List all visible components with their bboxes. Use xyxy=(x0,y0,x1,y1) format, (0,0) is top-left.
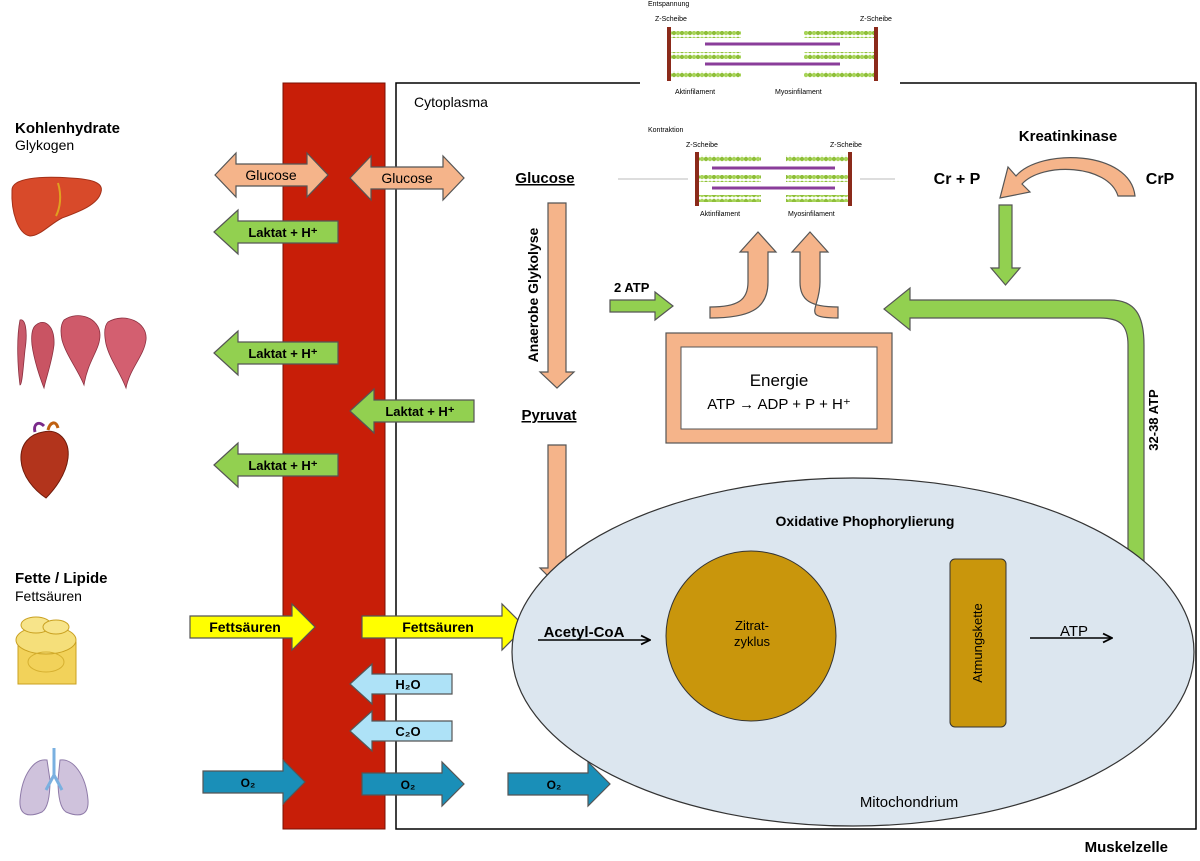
energy-title: Energie xyxy=(750,371,809,390)
fatty-acid-label-1: Fettsäuren xyxy=(209,619,281,635)
acetyl-coa-label: Acetyl-CoA xyxy=(544,624,625,641)
z-disc-label-2: Z-Scheibe xyxy=(860,16,892,23)
fat-tissue-icon xyxy=(15,616,77,685)
citrate-cycle-circle xyxy=(665,550,837,722)
lactate-arrow-liver: Laktat + H⁺ xyxy=(213,208,339,256)
creatine-down-arrow xyxy=(989,204,1022,286)
oxygen-label-1: O₂ xyxy=(241,776,256,790)
sarcomere-relaxed: Entspannung Z-Scheibe Z-Scheibe Aktinfil… xyxy=(648,1,892,96)
energy-box-inner xyxy=(680,346,878,430)
glycolysis-label: Anaerobe Glykolyse xyxy=(525,227,541,362)
pathway-pyruvat-label: Pyruvat xyxy=(521,407,576,424)
energy-bent-arrow-right xyxy=(790,231,839,319)
lactate-label-2: Laktat + H⁺ xyxy=(248,346,317,361)
mitochondrion xyxy=(511,477,1195,827)
oxygen-arrow-1: O₂ xyxy=(202,758,306,806)
heart-icon xyxy=(20,421,69,499)
fats-title: Fette / Lipide xyxy=(15,570,108,587)
energy-bent-arrow-left xyxy=(709,231,778,319)
atp-32-38-label: 32-38 ATP xyxy=(1146,389,1161,451)
atp-2-arrow xyxy=(609,290,674,322)
carbs-subtitle: Glykogen xyxy=(15,137,74,153)
energy-equation: ATP → ADP + P + H⁺ xyxy=(707,396,851,413)
respiratory-chain-label: Atmungskette xyxy=(970,603,985,683)
lactate-arrow-muscles: Laktat + H⁺ xyxy=(213,329,339,377)
respiratory-chain xyxy=(949,558,1007,728)
creatine-curved-arrow xyxy=(999,157,1136,199)
glucose-label-membrane: Glucose xyxy=(381,170,433,186)
kreatinkinase-label: Kreatinkinase xyxy=(1019,128,1117,145)
carbon-oxide-label: C₂O xyxy=(395,724,420,739)
water-arrow: H₂O xyxy=(349,662,453,706)
mitochondrium-label: Mitochondrium xyxy=(860,794,958,811)
z-disc-label-4: Z-Scheibe xyxy=(830,142,862,149)
oxygen-arrow-2: O₂ xyxy=(361,760,465,808)
z-disc-label-3: Z-Scheibe xyxy=(686,142,718,149)
lungs-icon xyxy=(19,748,89,816)
pathway-glucose-label: Glucose xyxy=(515,170,574,187)
z-disc-label-1: Z-Scheibe xyxy=(655,16,687,23)
lactate-label-4: Laktat + H⁺ xyxy=(248,458,317,473)
lactate-arrow-heart: Laktat + H⁺ xyxy=(213,441,339,489)
oxygen-arrow-3: O₂ xyxy=(507,760,611,808)
glycolysis-arrow xyxy=(538,202,576,389)
actin-label-1: Aktinfilament xyxy=(675,89,715,96)
atp-output-label: ATP xyxy=(1060,623,1088,640)
muscles-icon xyxy=(17,315,147,390)
cytoplasma-label: Cytoplasma xyxy=(414,94,488,110)
fats-subtitle: Fettsäuren xyxy=(15,588,82,604)
creatine-left-label: Cr + P xyxy=(934,171,981,188)
actin-label-2: Aktinfilament xyxy=(700,211,740,218)
carbon-oxide-arrow: C₂O xyxy=(349,709,453,753)
fatty-acid-label-2: Fettsäuren xyxy=(402,619,474,635)
glucose-label-blood: Glucose xyxy=(245,167,297,183)
lactate-label-1: Laktat + H⁺ xyxy=(248,225,317,240)
sarcomere-contracted-title: Kontraktion xyxy=(648,127,684,134)
water-label: H₂O xyxy=(395,677,420,692)
myosin-label-1: Myosinfilament xyxy=(775,89,822,96)
glucose-double-arrow-membrane: Glucose xyxy=(349,154,465,202)
oxygen-label-3: O₂ xyxy=(547,778,562,792)
oxidative-phosphorylation-title: Oxidative Phophorylierung xyxy=(776,513,955,529)
sarcomere-contracted: Kontraktion Z-Scheibe Z-Scheibe Aktinfil… xyxy=(618,127,895,218)
sarcomere-relaxed-title: Entspannung xyxy=(648,1,689,8)
glucose-double-arrow-blood: Glucose xyxy=(214,151,329,199)
fatty-acid-arrow-blood: Fettsäuren xyxy=(189,602,316,652)
lactate-arrow-membrane: Laktat + H⁺ xyxy=(349,387,475,435)
fatty-acid-arrow-membrane: Fettsäuren xyxy=(361,602,526,652)
myosin-label-2: Myosinfilament xyxy=(788,211,835,218)
liver-icon xyxy=(11,176,102,237)
creatine-right-label: CrP xyxy=(1146,171,1175,188)
lactate-label-3: Laktat + H⁺ xyxy=(385,404,454,419)
carbs-title: Kohlenhydrate xyxy=(15,120,120,137)
atp-2-label: 2 ATP xyxy=(614,280,650,295)
citrate-cycle-line2: zyklus xyxy=(734,634,771,649)
oxygen-label-2: O₂ xyxy=(401,778,416,792)
citrate-cycle-line1: Zitrat- xyxy=(735,618,769,633)
muskelzelle-label: Muskelzelle xyxy=(1085,839,1168,856)
atp-return-arrow xyxy=(883,286,1145,613)
